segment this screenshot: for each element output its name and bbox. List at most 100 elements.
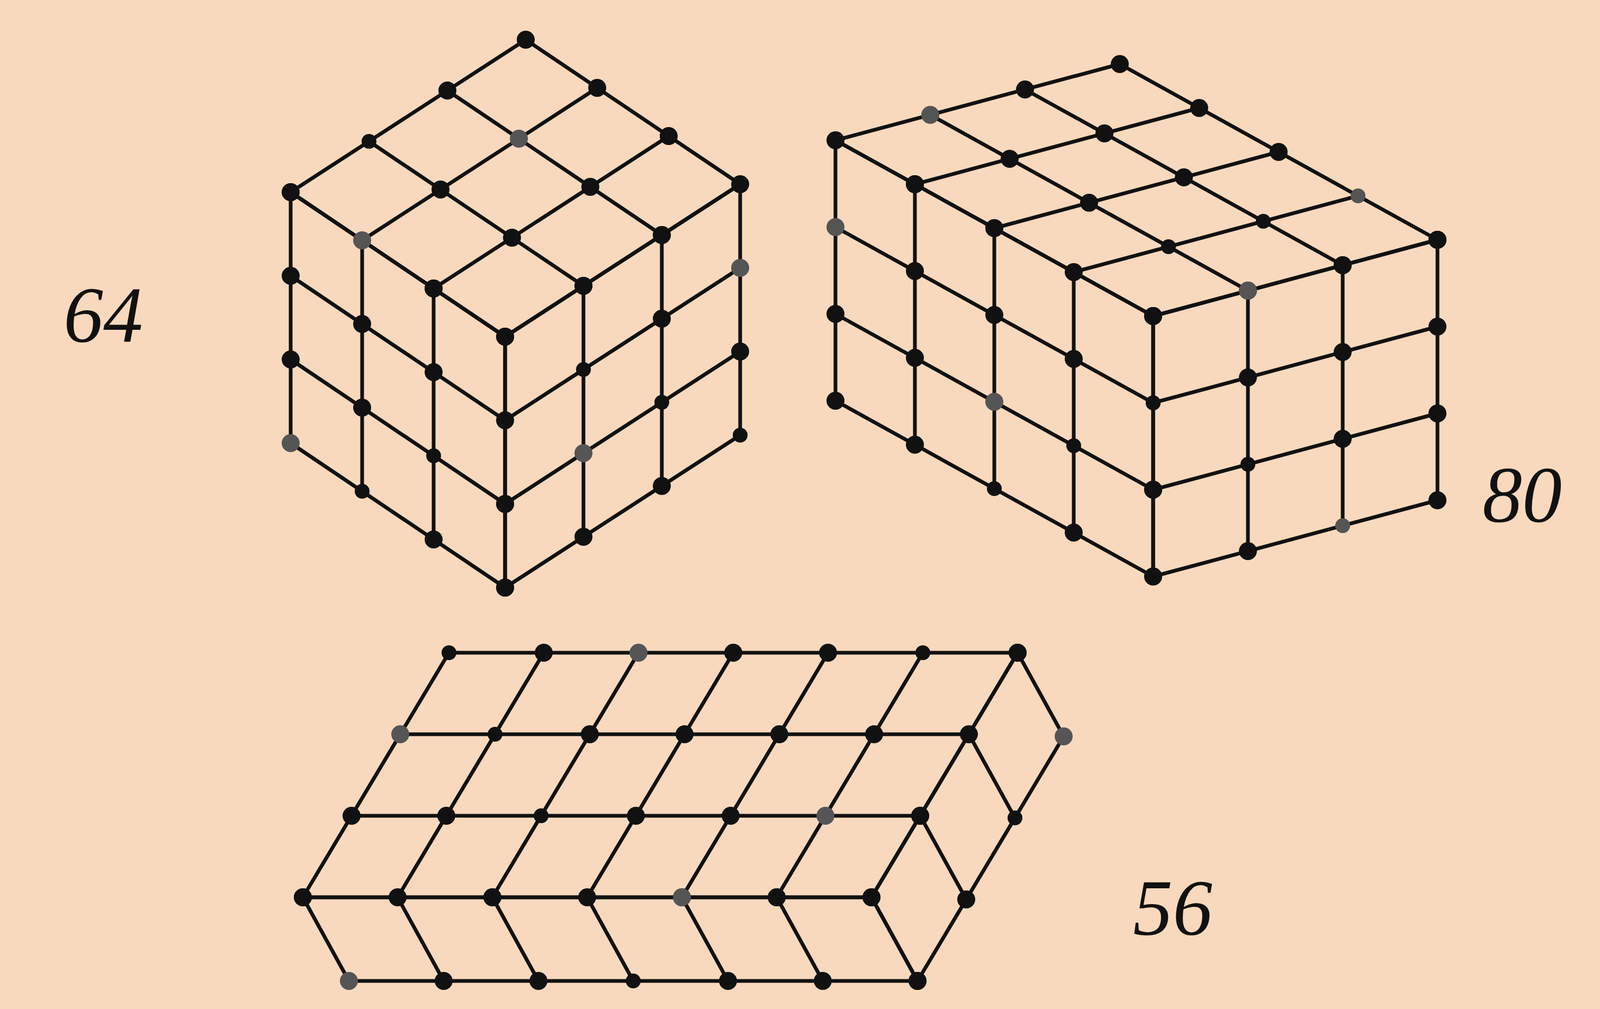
- lattice-dot: [576, 362, 591, 377]
- lattice-line: [492, 897, 539, 982]
- lattice-dot: [424, 363, 443, 382]
- lattice-dot: [1095, 124, 1114, 143]
- lattice-dot: [281, 350, 300, 369]
- lattice-dot: [1066, 438, 1082, 454]
- lattice-dot: [1238, 542, 1257, 561]
- lattice-dot: [652, 477, 671, 496]
- lattice-dot: [626, 806, 645, 825]
- lattice-dot: [353, 231, 372, 250]
- lattice-dot: [1238, 281, 1257, 300]
- lattice-dot: [1008, 643, 1027, 662]
- lattice-line: [992, 228, 997, 489]
- lattice-dot: [770, 725, 789, 744]
- lattice-line: [505, 184, 741, 337]
- lattice-dot: [1145, 395, 1161, 411]
- lattice-line: [397, 652, 544, 898]
- lattice-line: [1153, 326, 1438, 403]
- lattice-line: [290, 192, 506, 337]
- lattice-dot: [1174, 168, 1193, 187]
- lattice-dot: [921, 105, 940, 124]
- lattice-line: [581, 285, 586, 537]
- lattice-dot: [1238, 368, 1257, 387]
- lattice-dot: [1333, 256, 1352, 275]
- dot-lattice: [281, 30, 750, 597]
- lattice-dot: [1428, 230, 1447, 249]
- lattice-line: [1151, 316, 1156, 577]
- lattice-dot: [1144, 567, 1163, 586]
- lattice-dot: [1255, 213, 1271, 229]
- lattice-dot: [353, 398, 372, 417]
- lattice-dot: [905, 175, 924, 194]
- lattice-dot: [985, 219, 1004, 238]
- lattice-dot: [1333, 429, 1352, 448]
- lattice-line: [525, 39, 741, 185]
- lattice-dot: [718, 972, 737, 991]
- lattice-dot: [1000, 149, 1019, 168]
- lattice-dot: [1110, 55, 1129, 74]
- dot-lattice: [293, 643, 1073, 991]
- lattice-line: [835, 64, 1120, 141]
- lattice-dot: [828, 132, 843, 148]
- lattice-line: [290, 359, 506, 505]
- lattice-dot: [1238, 281, 1257, 300]
- lattice-dot: [826, 304, 845, 323]
- lattice-line: [432, 288, 436, 540]
- lattice-dot: [957, 890, 976, 909]
- lattice-line: [738, 184, 743, 436]
- lattice-dot: [281, 183, 300, 202]
- lattice-dot: [580, 725, 599, 744]
- lattice-dot: [1350, 188, 1366, 204]
- lattice-dot: [437, 806, 456, 825]
- lattice-line: [914, 108, 1200, 185]
- lattice-line: [289, 192, 293, 444]
- lattice-dot: [672, 888, 691, 907]
- lattice-dot: [819, 643, 838, 662]
- lattice-line: [681, 897, 728, 982]
- lattice-dot: [985, 392, 1004, 411]
- lattice-line: [1153, 239, 1438, 317]
- lattice-dot: [1144, 567, 1163, 586]
- lattice-line: [290, 192, 506, 337]
- lattice-dot: [675, 725, 694, 744]
- lattice-dot: [1144, 307, 1163, 326]
- lattice-dot: [813, 972, 832, 991]
- lattice-dot: [388, 888, 407, 907]
- lattice-dot: [390, 890, 406, 905]
- dot-lattice: [826, 55, 1447, 586]
- lattice-dot: [767, 888, 786, 907]
- lattice-dot: [574, 527, 593, 546]
- lattice-dot: [905, 262, 924, 281]
- lattice-dot: [862, 888, 881, 907]
- lattice-dot: [659, 127, 678, 146]
- lattice-line: [1119, 64, 1438, 240]
- lattice-dot: [496, 495, 515, 514]
- lattice-dot: [654, 394, 670, 410]
- lattice-dot: [1333, 256, 1352, 275]
- lattice-dot: [826, 391, 845, 410]
- lattice-dot: [509, 129, 528, 148]
- lattice-dot: [1269, 142, 1288, 161]
- lattice-dot: [1161, 239, 1176, 255]
- lattice-dot: [529, 972, 548, 991]
- lattice-dot: [652, 226, 671, 245]
- lattice-dot: [1064, 263, 1083, 282]
- lattice-dot: [293, 888, 312, 907]
- lattice-dot: [339, 972, 358, 991]
- lattice-line: [681, 652, 829, 898]
- lattice-dot: [1064, 349, 1083, 368]
- lattice-line: [968, 734, 1015, 819]
- lattice-dot: [731, 175, 750, 194]
- lattice-dot: [281, 266, 300, 285]
- lattice-dot: [588, 78, 607, 97]
- lattice-dot: [652, 226, 671, 245]
- lattice-dot: [1144, 307, 1163, 326]
- lattice-dot: [629, 643, 648, 662]
- lattice-line: [505, 351, 741, 505]
- lattice-dot: [625, 973, 641, 989]
- lattice-line: [397, 897, 444, 982]
- lattice-dot: [911, 806, 930, 825]
- lattice-line: [492, 652, 639, 898]
- lattice-dot: [497, 329, 513, 345]
